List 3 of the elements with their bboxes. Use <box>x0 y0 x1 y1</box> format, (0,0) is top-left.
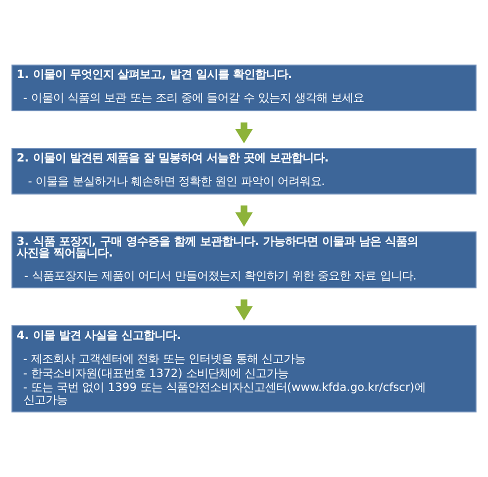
arrow <box>235 205 253 227</box>
arrow <box>235 122 253 144</box>
arrow <box>235 299 253 320</box>
